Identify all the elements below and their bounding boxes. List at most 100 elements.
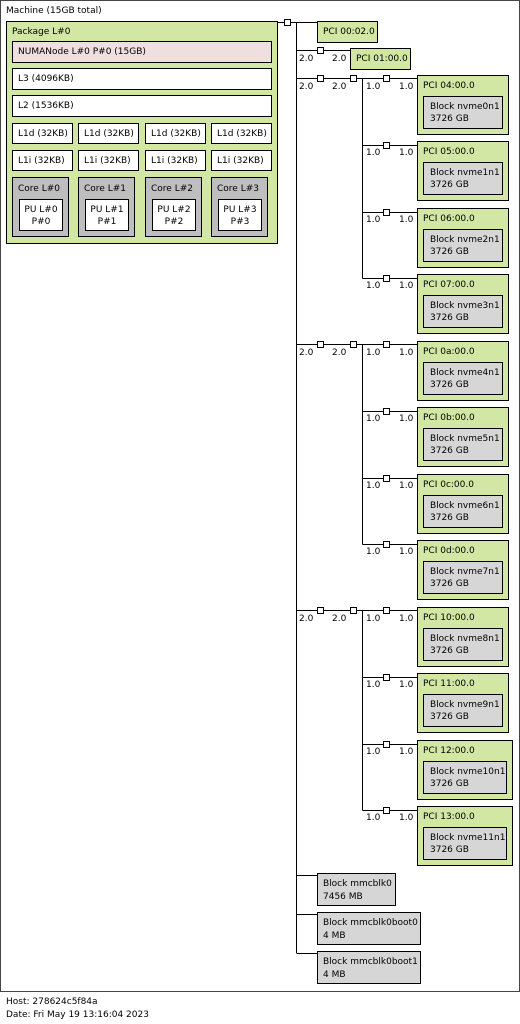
link-speed: 1.0 (366, 481, 381, 491)
pu-physical-id: P#0 (31, 217, 51, 227)
link-speed: 2.0 (332, 54, 347, 64)
link-speed: 2.0 (299, 348, 314, 358)
link-speed: 1.0 (399, 680, 414, 690)
pci-device-box: PCI 0a:00.0 Block nvme4n1 3726 GB (417, 341, 509, 401)
pci-device-label: PCI 13:00.0 (423, 812, 475, 822)
l1i-cache: L1i (32KB) (12, 150, 73, 171)
pu-physical-id: P#2 (164, 217, 184, 227)
mmc-block-size: 4 MB (323, 931, 346, 941)
block-device-box: Block nvme10n1 3726 GB (423, 761, 507, 794)
l1d-cache: L1d (32KB) (211, 123, 272, 144)
link-speed: 1.0 (366, 614, 381, 624)
mmc-block-size: 7456 MB (323, 892, 363, 902)
link-speed: 1.0 (366, 215, 381, 225)
pci-bridge-label: PCI 01:00.0 (356, 54, 408, 64)
mmc-block-name: Block mmcblk0boot1 (323, 957, 418, 967)
pu-label: PU L#1 (90, 205, 124, 215)
block-device-box: Block nvme0n1 3726 GB (423, 96, 503, 129)
pci-device-box: PCI 0b:00.0 Block nvme5n1 3726 GB (417, 407, 509, 467)
pu-label: PU L#2 (157, 205, 191, 215)
package-title: Package L#0 (12, 27, 71, 37)
l1i-cache: L1i (32KB) (145, 150, 206, 171)
pci-device-box: PCI 13:00.0 Block nvme11n1 3726 GB (417, 806, 513, 866)
l1i-label: L1i (32KB) (18, 156, 65, 166)
block-device-size: 3726 GB (430, 712, 469, 722)
link-speed: 1.0 (366, 747, 381, 757)
l3-label: L3 (4096KB) (18, 74, 74, 84)
block-device-box: Block nvme11n1 3726 GB (423, 827, 507, 860)
link-speed: 1.0 (366, 348, 381, 358)
block-device-name: Block nvme1n1 (430, 168, 500, 178)
block-device-box: Block nvme9n1 3726 GB (423, 694, 503, 727)
link-speed: 1.0 (399, 747, 414, 757)
block-device-size: 3726 GB (430, 579, 469, 589)
link-speed: 1.0 (399, 481, 414, 491)
link-speed: 1.0 (366, 547, 381, 557)
pci-device-label: PCI 12:00.0 (423, 746, 475, 756)
block-device-size: 3726 GB (430, 247, 469, 257)
link-speed: 1.0 (399, 281, 414, 291)
link-speed: 2.0 (299, 614, 314, 624)
core-box: Core L#1 PU L#1 P#1 (78, 177, 135, 237)
l1i-cache: L1i (32KB) (78, 150, 139, 171)
l1d-cache: L1d (32KB) (12, 123, 73, 144)
block-device-size: 3726 GB (430, 646, 469, 656)
link-speed: 1.0 (366, 281, 381, 291)
l1d-label: L1d (32KB) (217, 129, 267, 139)
core-label: Core L#0 (18, 184, 60, 194)
link-speed: 1.0 (366, 82, 381, 92)
pci-device-box: PCI 06:00.0 Block nvme2n1 3726 GB (417, 208, 509, 268)
block-device-name: Block nvme7n1 (430, 567, 500, 577)
numa-label: NUMANode L#0 P#0 (15GB) (18, 47, 146, 57)
l1d-cache: L1d (32KB) (145, 123, 206, 144)
date-label: Date: Fri May 19 13:16:04 2023 (6, 1010, 149, 1020)
core-box: Core L#3 PU L#3 P#3 (211, 177, 268, 237)
l1i-label: L1i (32KB) (84, 156, 131, 166)
pu-box: PU L#2 P#2 (152, 199, 196, 231)
footer: Host: 278624c5f84a Date: Fri May 19 13:1… (0, 992, 520, 1024)
link-speed: 2.0 (332, 82, 347, 92)
link-speed: 1.0 (399, 82, 414, 92)
block-device-box: Block nvme2n1 3726 GB (423, 229, 503, 262)
block-device-size: 3726 GB (430, 180, 469, 190)
block-device-size: 3726 GB (430, 446, 469, 456)
block-device-size: 3726 GB (430, 313, 469, 323)
block-device-name: Block nvme9n1 (430, 700, 500, 710)
pu-box: PU L#0 P#0 (19, 199, 63, 231)
core-label: Core L#3 (217, 184, 259, 194)
pci-device-label: PCI 04:00.0 (423, 81, 475, 91)
connector-lines (278, 19, 418, 954)
block-device-name: Block nvme6n1 (430, 501, 500, 511)
l3-cache: L3 (4096KB) (12, 68, 272, 90)
pci-device-label: PCI 0c:00.0 (423, 480, 474, 490)
block-device-box: Block nvme7n1 3726 GB (423, 561, 503, 594)
pci-root-box: PCI 00:02.0 (317, 21, 378, 43)
block-device-size: 3726 GB (430, 114, 469, 124)
block-device-box: Block nvme1n1 3726 GB (423, 162, 503, 195)
block-device-size: 3726 GB (430, 513, 469, 523)
pu-physical-id: P#1 (97, 217, 117, 227)
link-speed: 1.0 (366, 813, 381, 823)
pci-device-label: PCI 05:00.0 (423, 147, 475, 157)
pu-physical-id: P#3 (230, 217, 250, 227)
block-device-box: Block nvme5n1 3726 GB (423, 428, 503, 461)
pu-box: PU L#3 P#3 (218, 199, 262, 231)
core-label: Core L#2 (151, 184, 193, 194)
block-device-box: Block nvme3n1 3726 GB (423, 295, 503, 328)
l2-cache: L2 (1536KB) (12, 95, 272, 117)
l1d-label: L1d (32KB) (18, 129, 68, 139)
block-device-name: Block nvme3n1 (430, 301, 500, 311)
block-device-box: Block nvme6n1 3726 GB (423, 495, 503, 528)
l1d-cache: L1d (32KB) (78, 123, 139, 144)
pci-root-label: PCI 00:02.0 (323, 27, 375, 37)
core-label: Core L#1 (84, 184, 126, 194)
block-device-name: Block nvme8n1 (430, 634, 500, 644)
block-device-name: Block nvme4n1 (430, 368, 500, 378)
link-speed: 2.0 (299, 54, 314, 64)
pci-device-label: PCI 07:00.0 (423, 280, 475, 290)
block-device-name: Block nvme11n1 (430, 833, 506, 843)
pci-device-label: PCI 11:00.0 (423, 679, 475, 689)
link-speed: 1.0 (399, 215, 414, 225)
l1d-label: L1d (32KB) (84, 129, 134, 139)
machine-title: Machine (15GB total) (6, 6, 102, 16)
